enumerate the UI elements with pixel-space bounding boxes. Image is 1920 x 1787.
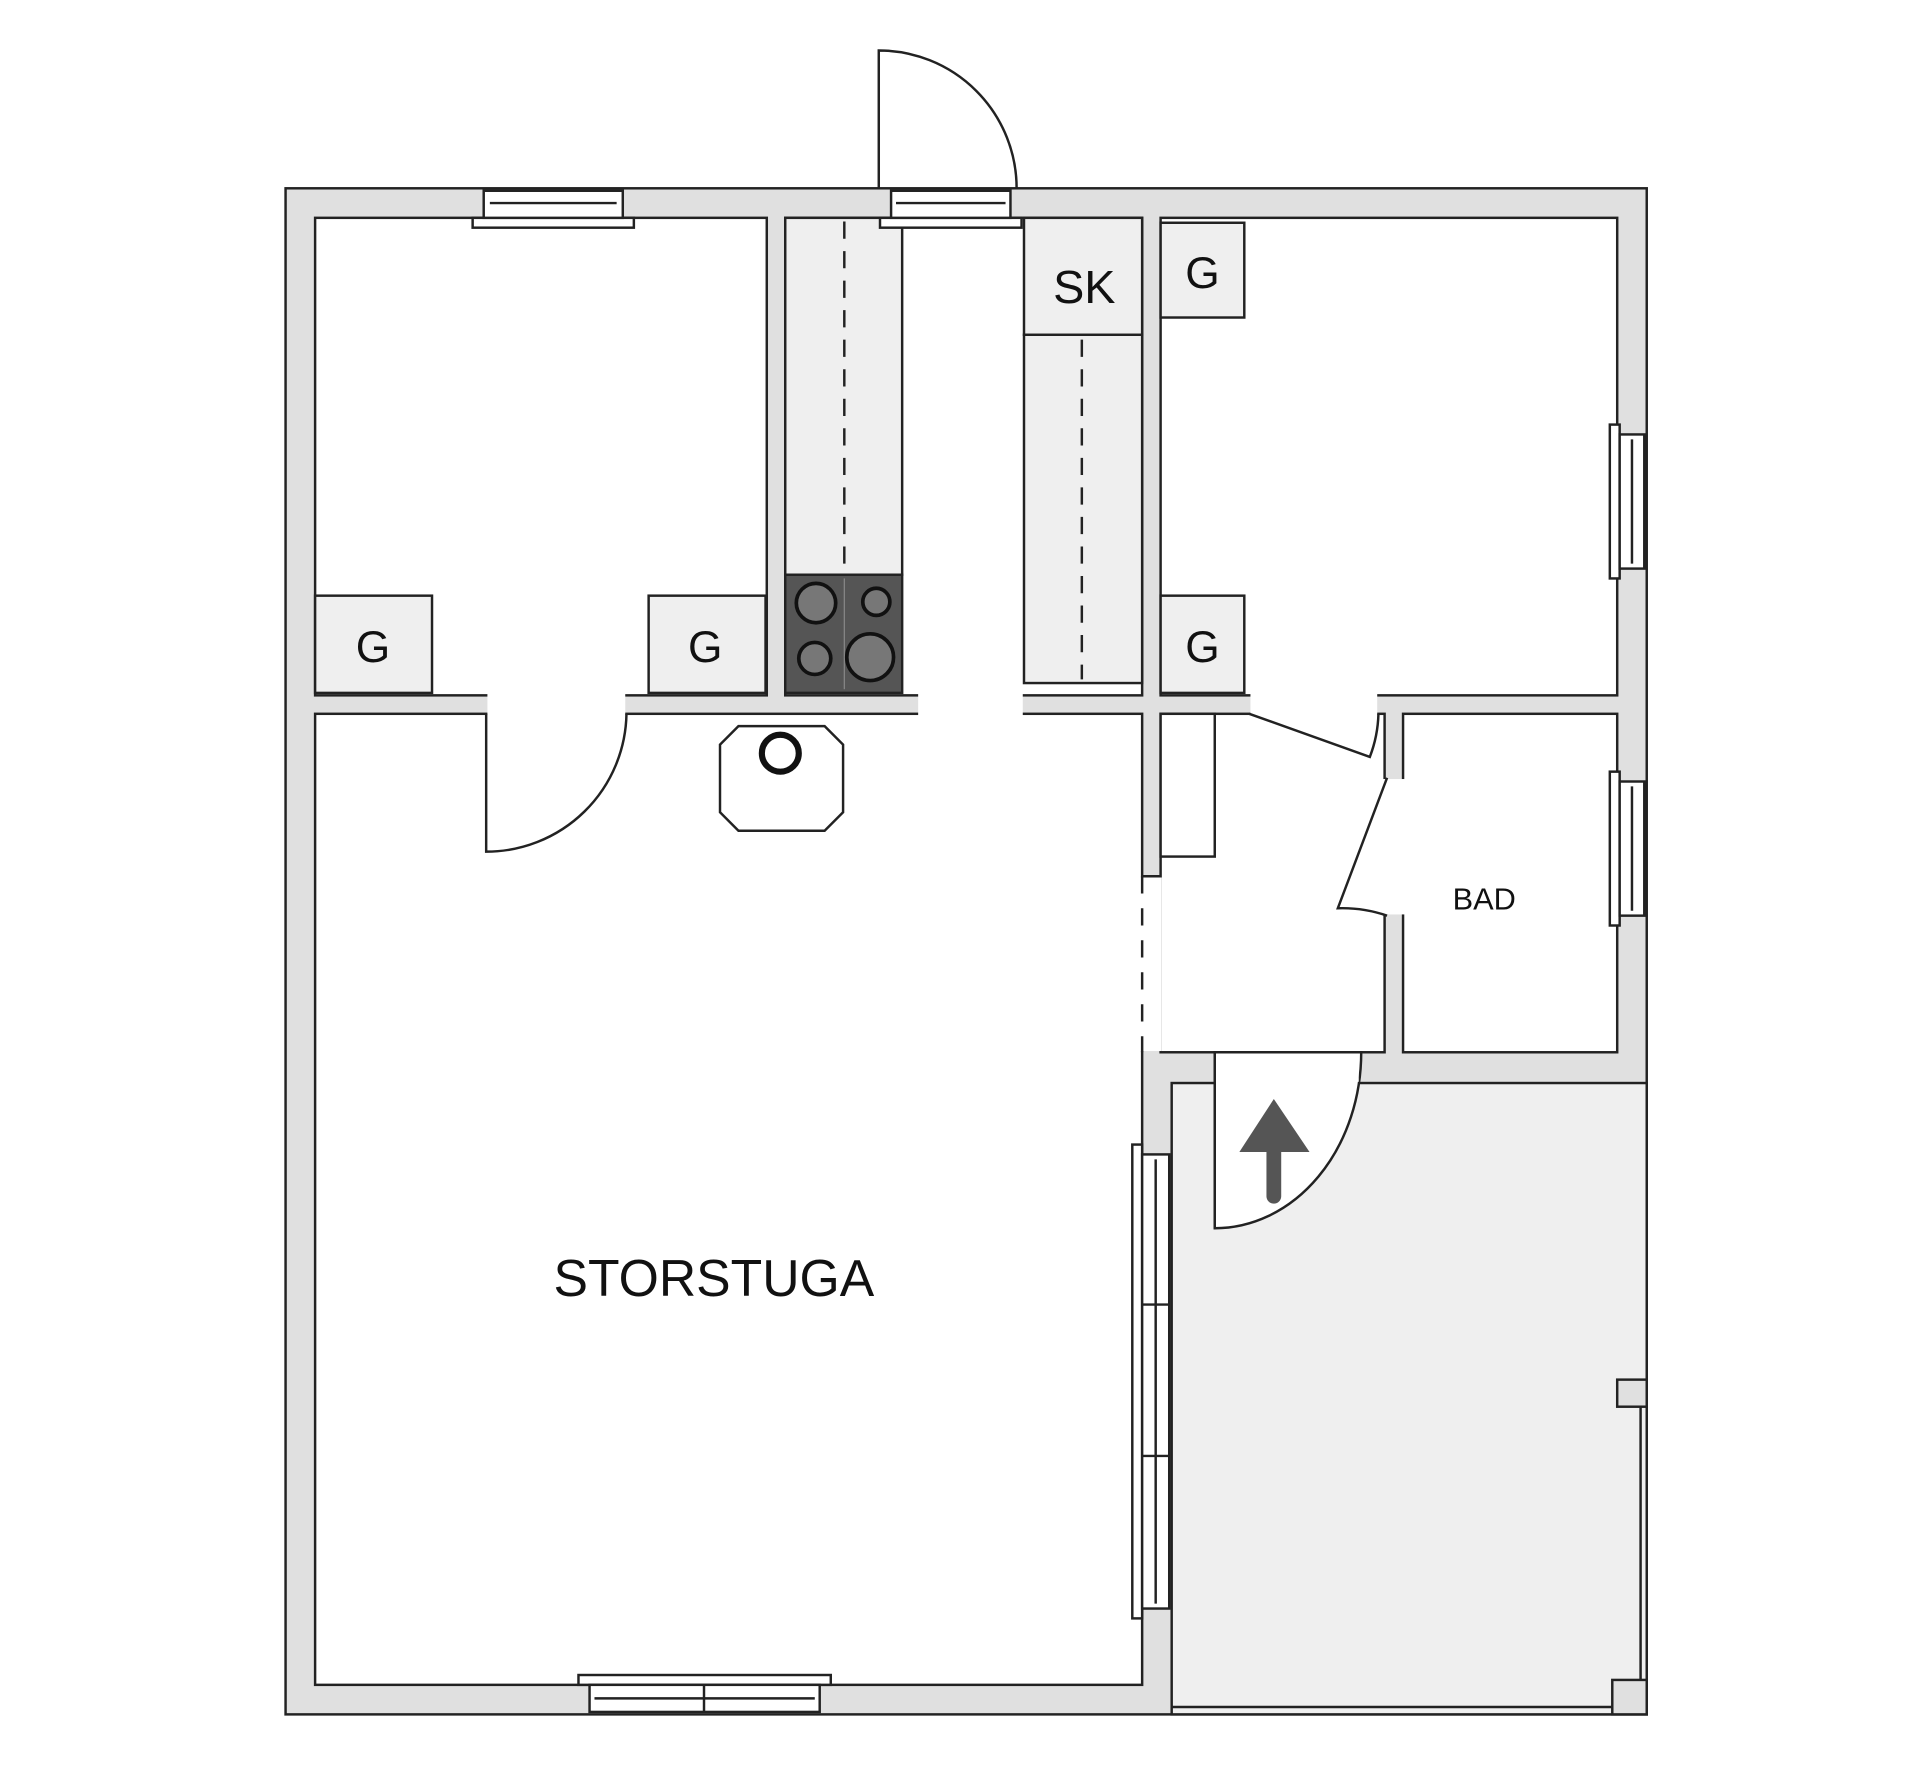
front-door [877,49,1018,189]
bedroom-1-door [484,713,628,853]
bathroom-label: BAD [1453,881,1516,916]
wardrobe-1: G [313,594,434,695]
wardrobe-3: G [1159,221,1246,319]
kitchen-counter-right [1022,333,1144,685]
fireplace-icon [718,724,845,832]
window [577,1673,833,1714]
living-room-label: STORSTUGA [554,1249,875,1307]
window [1608,423,1646,580]
bathroom [1401,712,1619,1054]
wardrobe-4: G [1159,594,1246,695]
bedroom-2-door [1248,712,1380,759]
wardrobe-label: G [1185,623,1219,672]
closet-sk: SK [1022,216,1144,336]
kitchen-counter-left [784,216,904,576]
closet-label: SK [1053,261,1115,313]
wardrobe-label: G [356,623,390,672]
window [878,189,1023,229]
hall-closet [1159,712,1216,858]
wardrobe-label: G [688,623,722,672]
stove-icon [784,573,904,695]
wardrobe-label: G [1185,249,1219,298]
window [471,189,636,229]
entrance-arrow-icon [1239,1099,1310,1204]
window [1131,1143,1171,1620]
wardrobe-2: G [647,594,767,695]
living-room [313,712,1144,1687]
window [1608,770,1646,927]
bathroom-door [1336,777,1389,917]
